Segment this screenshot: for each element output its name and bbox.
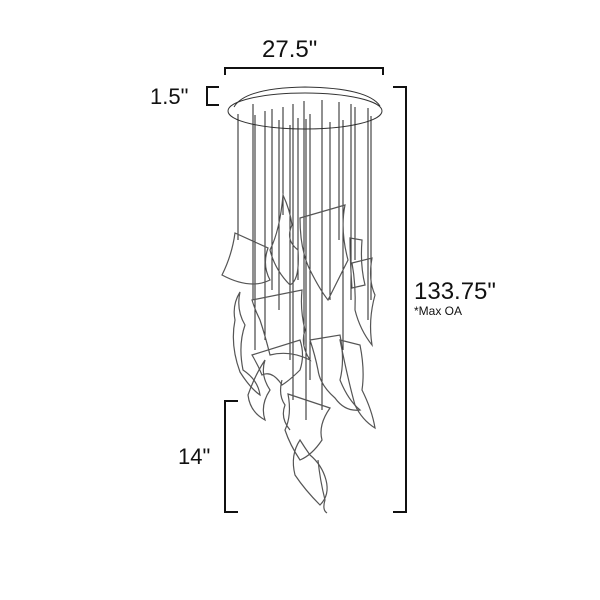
cluster-height-label: 14" [178, 444, 211, 469]
cluster-bracket [224, 400, 238, 513]
canopy-width-label: 27.5" [262, 36, 318, 63]
canopy [227, 86, 383, 130]
depth-bracket [206, 86, 219, 106]
max-oa-note: *Max OA [414, 304, 463, 318]
canopy-depth-label: 1.5" [150, 84, 189, 109]
glass-shades [221, 192, 376, 514]
overall-height-label: 133.75" [414, 278, 496, 305]
width-bracket [224, 67, 384, 75]
height-bracket [393, 86, 407, 513]
